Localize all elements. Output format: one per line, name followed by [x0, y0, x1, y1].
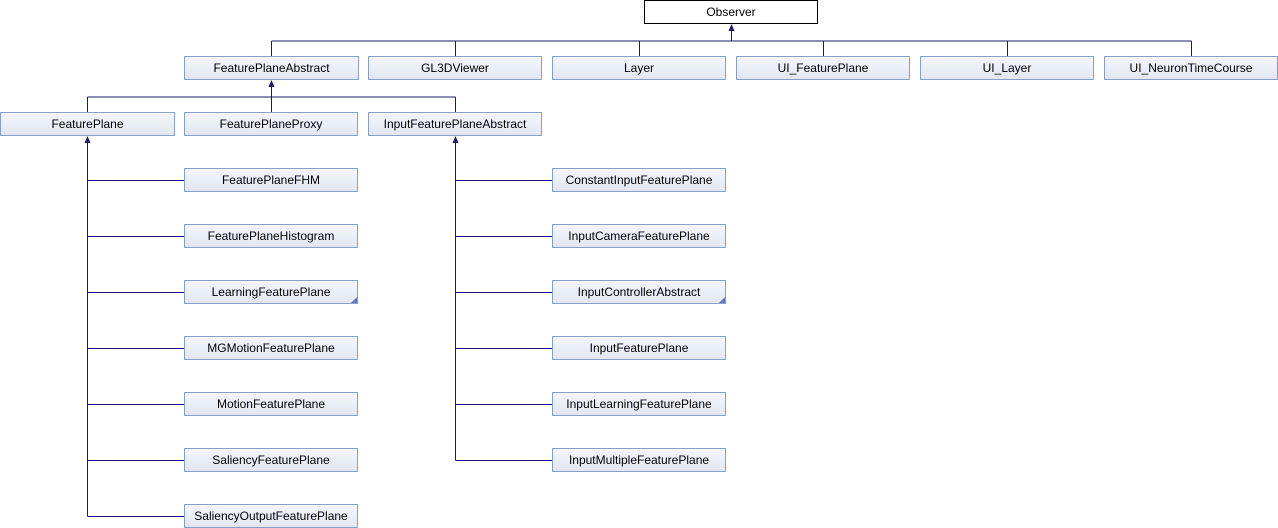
- node-inputmultiplefeatureplane[interactable]: InputMultipleFeaturePlane: [552, 448, 726, 472]
- node-layer[interactable]: Layer: [552, 56, 726, 80]
- node-inputlearningfeatureplane[interactable]: InputLearningFeaturePlane: [552, 392, 726, 416]
- node-featureplanehistogram[interactable]: FeaturePlaneHistogram: [184, 224, 358, 248]
- node-ui-neurontimecourse[interactable]: UI_NeuronTimeCourse: [1104, 56, 1278, 80]
- node-motionfeatureplane[interactable]: MotionFeaturePlane: [184, 392, 358, 416]
- node-inputfeatureplaneabstract[interactable]: InputFeaturePlaneAbstract: [368, 112, 542, 136]
- node-constantinputfeatureplane[interactable]: ConstantInputFeaturePlane: [552, 168, 726, 192]
- node-saliencyoutputfeatureplane[interactable]: SaliencyOutputFeaturePlane: [184, 504, 358, 528]
- edge-observer-children: [271, 30, 1192, 56]
- node-gl3dviewer[interactable]: GL3DViewer: [368, 56, 542, 80]
- node-saliencyfeatureplane[interactable]: SaliencyFeaturePlane: [184, 448, 358, 472]
- arrowhead: [728, 24, 735, 31]
- node-featureplane[interactable]: FeaturePlane: [0, 112, 175, 136]
- edge-inputabstract-children: [455, 143, 552, 461]
- node-inputfeatureplane[interactable]: InputFeaturePlane: [552, 336, 726, 360]
- node-ui-featureplane[interactable]: UI_FeaturePlane: [736, 56, 910, 80]
- arrowhead: [268, 80, 275, 87]
- node-inputcamerafeatureplane[interactable]: InputCameraFeaturePlane: [552, 224, 726, 248]
- node-learningfeatureplane[interactable]: LearningFeaturePlane: [184, 280, 358, 304]
- arrowhead: [84, 136, 91, 143]
- node-featureplanefhm[interactable]: FeaturePlaneFHM: [184, 168, 358, 192]
- node-featureplaneproxy[interactable]: FeaturePlaneProxy: [184, 112, 358, 136]
- node-observer[interactable]: Observer: [644, 0, 818, 24]
- node-ui-layer[interactable]: UI_Layer: [920, 56, 1094, 80]
- edge-featureplane-children: [87, 143, 184, 517]
- node-inputcontrollerabstract[interactable]: InputControllerAbstract: [552, 280, 726, 304]
- node-featureplaneabstract[interactable]: FeaturePlaneAbstract: [184, 56, 359, 80]
- arrowhead: [452, 136, 459, 143]
- edge-featureplaneabstract-children: [87, 87, 456, 112]
- node-mgmotionfeatureplane[interactable]: MGMotionFeaturePlane: [184, 336, 358, 360]
